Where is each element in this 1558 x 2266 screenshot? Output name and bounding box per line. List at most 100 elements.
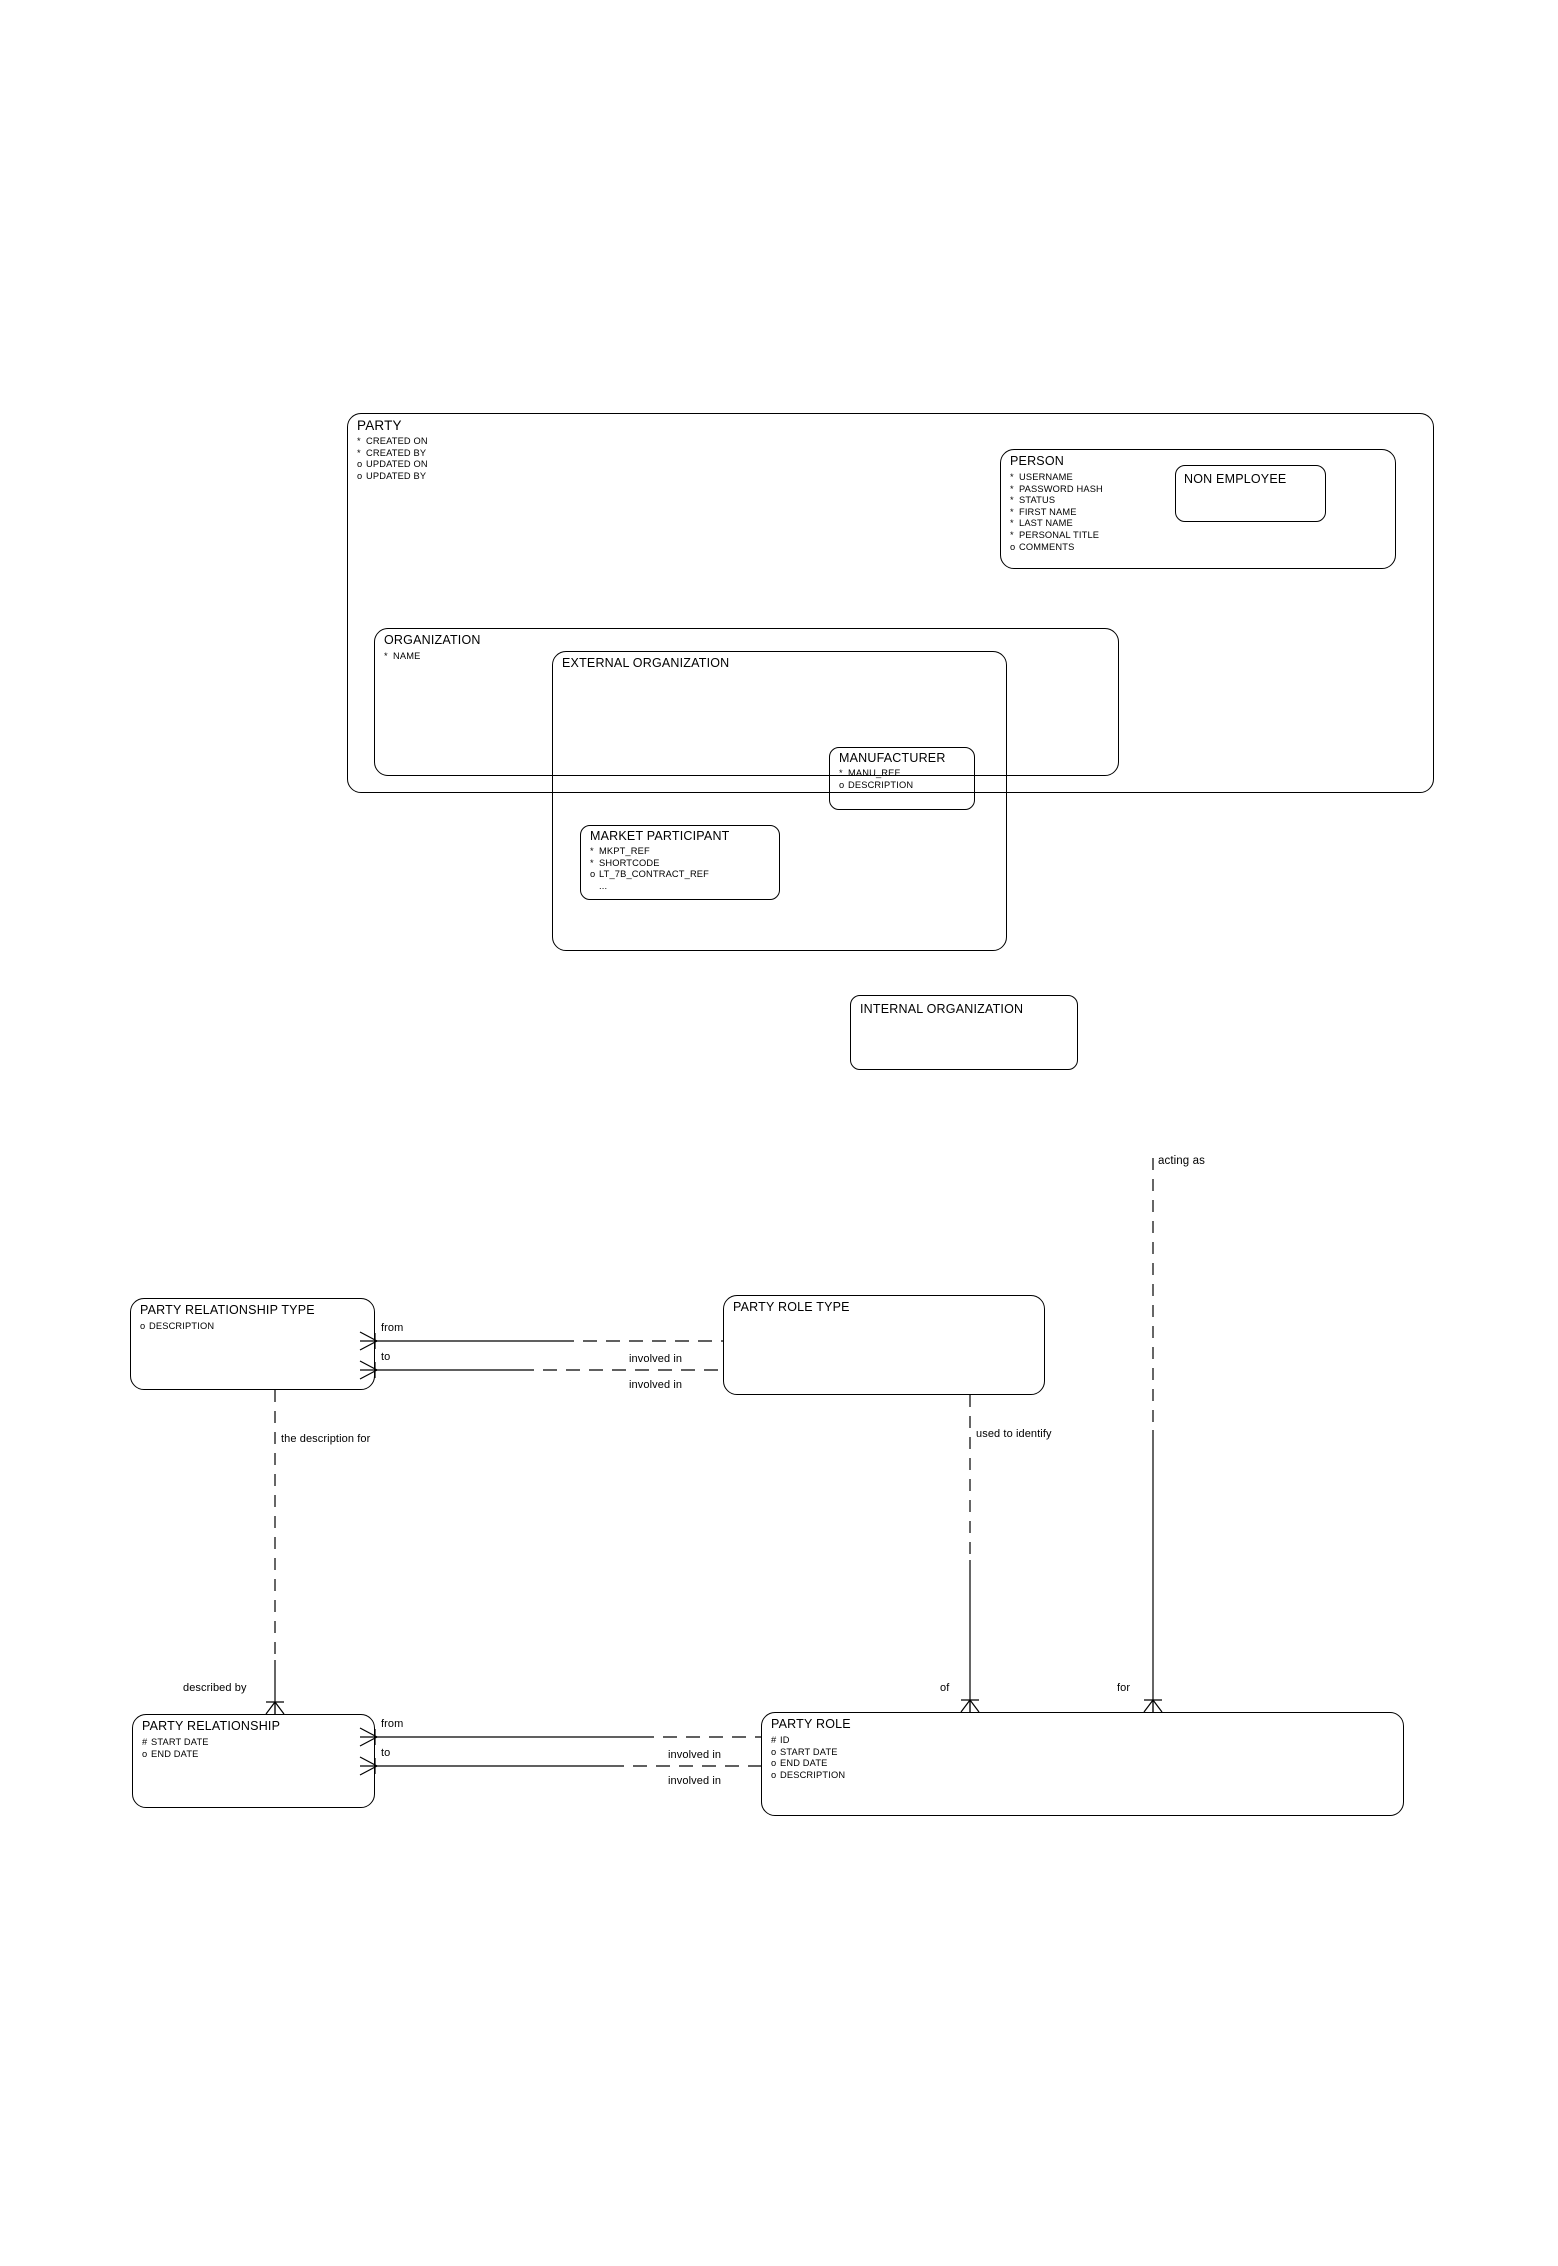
entity-party-relationship-type-title: PARTY RELATIONSHIP TYPE [140,1303,315,1317]
label-for: for [1117,1682,1131,1694]
attr-label: PASSWORD HASH [1019,483,1103,494]
entity-non-employee-title: NON EMPLOYEE [1184,472,1287,486]
label-pr-from: from [381,1718,404,1730]
relationship-acting-as [1143,1158,1163,1713]
attr-marker: o [140,1321,146,1331]
attr-label: NAME [393,651,421,661]
attr-marker: * [1010,518,1014,529]
label-prt-involved-in-upper: involved in [629,1353,683,1365]
attr-label: ... [599,880,608,891]
entity-external-organization[interactable]: EXTERNAL ORGANIZATION [552,651,1007,951]
attr-label: UPDATED ON [366,459,428,470]
attr-label: END DATE [780,1758,828,1769]
attr-label: LAST NAME [1019,518,1073,529]
attr-marker: * [357,436,361,446]
entity-party-role-type-title: PARTY ROLE TYPE [733,1300,850,1314]
relationship-prt-from [359,1331,723,1351]
entity-organization-title: ORGANIZATION [384,633,481,647]
attr-label: MANU_REF [848,768,901,778]
label-pr-to: to [381,1747,391,1759]
attr-marker: o [771,1758,777,1769]
label-acting-as: acting as [1158,1155,1205,1167]
entity-market-participant[interactable]: MARKET PARTICIPANT *MKPT_REF *SHORTCODE … [580,825,780,900]
attr-label: CREATED ON [366,436,428,446]
entity-party-role-title: PARTY ROLE [771,1717,851,1731]
label-pr-involved-in-lower: involved in [668,1775,722,1787]
label-prt-to: to [381,1351,391,1363]
attr-marker: o [590,869,596,880]
attr-marker: * [839,768,843,778]
entity-person[interactable]: PERSON * USERNAME * PASSWORD HASH * STATUS … [1000,449,1396,569]
attr-marker: * [1010,495,1014,506]
attr-marker: o [357,459,363,470]
attr-label: PERSONAL TITLE [1019,529,1100,540]
attr-marker: # [771,1735,777,1745]
attr-marker: * [590,857,594,868]
attr-label: CREATED BY [366,447,427,458]
attr-marker: o [839,779,845,790]
attr-label: USERNAME [1019,472,1073,482]
entity-party-title: PARTY [357,418,402,433]
label-prt-involved-in-lower: involved in [629,1379,683,1391]
attr-label: DESCRIPTION [149,1321,215,1331]
attr-label: STATUS [1019,495,1056,506]
relationship-used-to-identify [960,1395,980,1713]
attr-marker: * [1010,529,1014,540]
entity-party-relationship-title: PARTY RELATIONSHIP [142,1719,281,1733]
attr-marker: o [771,1746,777,1757]
attr-label: UPDATED BY [366,470,427,481]
attr-marker: * [357,447,361,458]
entity-market-participant-title: MARKET PARTICIPANT [590,829,730,843]
label-pr-involved-in-upper: involved in [668,1749,722,1761]
entity-person-attributes: * USERNAME * PASSWORD HASH * STATUS * FIRST … [1010,472,1103,553]
label-described-by: described by [183,1682,247,1694]
entity-internal-organization[interactable]: INTERNAL ORGANIZATION [850,995,1078,1070]
entity-internal-organization-title: INTERNAL ORGANIZATION [860,1002,1024,1016]
attr-marker: o [357,470,363,481]
attr-label: START DATE [780,1746,838,1757]
attr-marker: # [142,1737,148,1747]
entity-organization-attributes: * NAME [384,651,420,663]
attr-label: MKPT_REF [599,846,650,856]
entity-organization[interactable]: ORGANIZATION * NAME [374,628,1119,776]
attr-marker: * [1010,506,1014,517]
entity-person-title: PERSON [1010,454,1064,468]
attr-marker: o [1010,541,1016,552]
attr-marker: * [1010,472,1014,482]
attr-marker: * [1010,483,1014,494]
attr-label: ID [780,1735,790,1745]
attr-label: FIRST NAME [1019,506,1077,517]
attr-marker: o [771,1769,777,1780]
attr-label: COMMENTS [1019,541,1075,552]
attr-label: DESCRIPTION [848,779,914,790]
attr-marker: * [590,846,594,856]
attr-label: START DATE [151,1737,209,1747]
attr-marker: o [142,1748,148,1759]
label-used-to-identify: used to identify [976,1428,1052,1440]
attr-label: END DATE [151,1748,199,1759]
attr-marker: * [384,651,388,661]
entity-party-role-type[interactable]: PARTY ROLE TYPE [723,1295,1045,1395]
entity-manufacturer-title: MANUFACTURER [839,751,946,765]
entity-external-organization-title: EXTERNAL ORGANIZATION [562,656,730,670]
label-prt-from: from [381,1322,404,1334]
relationship-pr-from [359,1727,761,1747]
label-the-description-for: the description for [281,1433,371,1445]
entity-non-employee[interactable]: NON EMPLOYEE [1175,465,1326,522]
attr-label: DESCRIPTION [780,1769,846,1780]
attr-label: SHORTCODE [599,857,660,868]
label-of: of [940,1682,950,1694]
